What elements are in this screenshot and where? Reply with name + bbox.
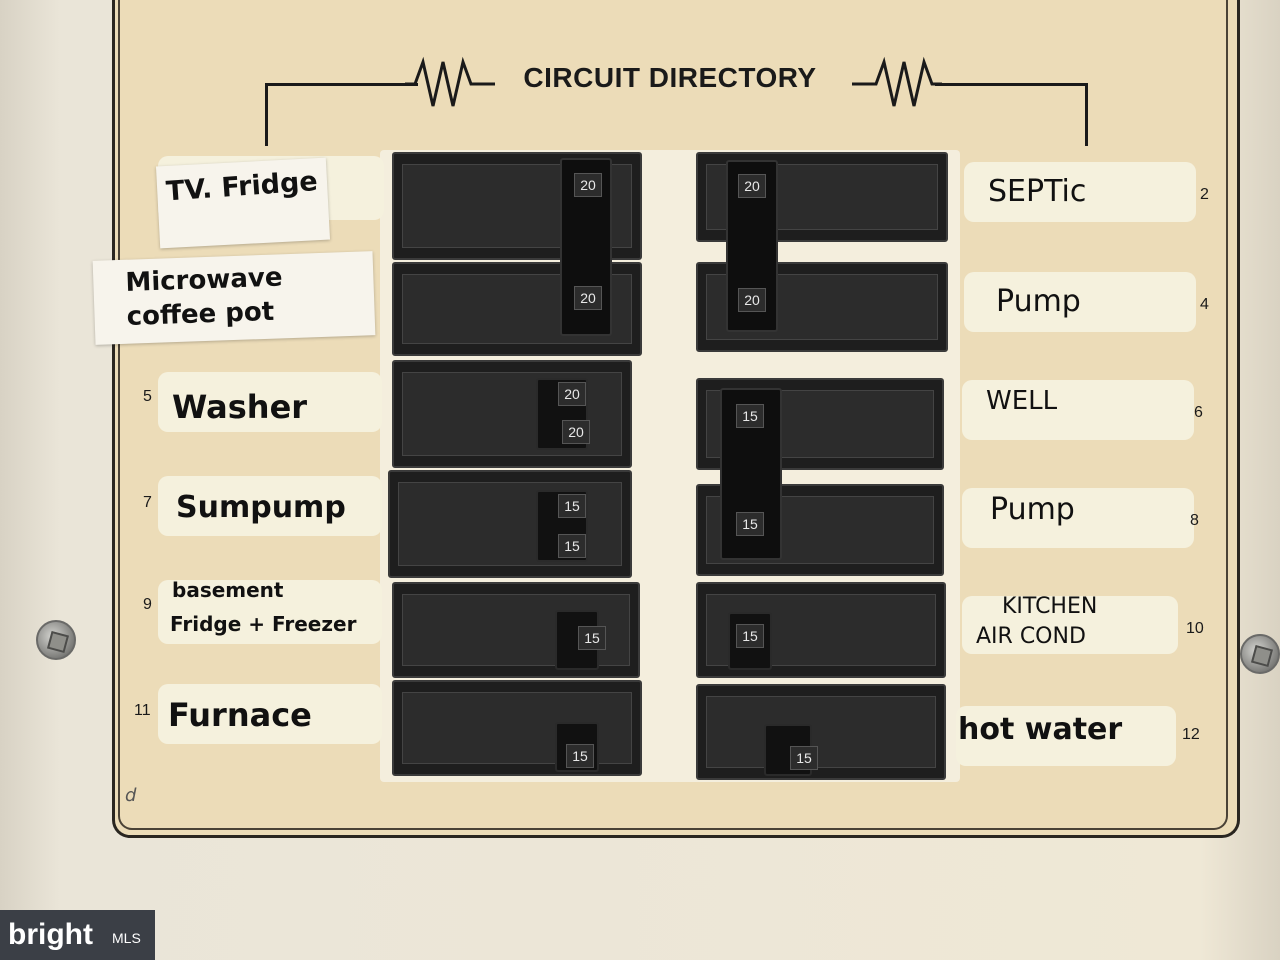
logo-brand: bright	[8, 918, 93, 951]
label-strip-4	[964, 272, 1196, 332]
circuit-number: 9	[143, 596, 152, 613]
label-strip-7	[158, 476, 382, 536]
label-air-cond: AIR COND	[976, 624, 1086, 649]
amp-rating: 15	[736, 512, 764, 536]
label-washer: Washer	[172, 388, 308, 426]
label-kitchen: KITCHEN	[1002, 594, 1098, 619]
circuit-number: 11	[134, 702, 151, 719]
amp-rating: 15	[578, 626, 606, 650]
circuit-number: 4	[1200, 296, 1209, 313]
amp-rating: 15	[736, 404, 764, 428]
corner-mark: d	[125, 785, 137, 806]
circuit-directory-title: CIRCUIT DIRECTORY	[523, 62, 817, 93]
circuit-number: 6	[1194, 404, 1203, 421]
amp-rating: 20	[562, 420, 590, 444]
bright-mls-logo: bright MLS	[0, 910, 155, 960]
amp-rating: 20	[738, 288, 766, 312]
label-hot-water: hot water	[958, 712, 1123, 747]
breaker-7[interactable]	[388, 470, 632, 578]
panel-inner-border	[118, 0, 1228, 830]
circuit-number: 8	[1190, 512, 1199, 529]
label-strip-9	[158, 580, 382, 644]
amp-rating: 15	[790, 746, 818, 770]
amp-rating: 20	[574, 286, 602, 310]
label-basement: basement	[172, 578, 284, 602]
cover-screw-right	[1240, 634, 1280, 674]
breaker-handle[interactable]	[728, 612, 772, 670]
label-strip-2	[964, 162, 1196, 222]
zigzag-left-icon	[405, 56, 495, 107]
amp-rating: 20	[738, 174, 766, 198]
amp-rating: 15	[558, 534, 586, 558]
label-strip-11	[158, 684, 382, 744]
breaker-5[interactable]	[392, 360, 632, 468]
amp-rating: 15	[566, 744, 594, 768]
label-sumpump: Sumpump	[176, 490, 346, 525]
label-strip-5	[158, 372, 382, 432]
label-well: WELL	[986, 386, 1058, 416]
circuit-number: 10	[1186, 620, 1204, 637]
circuit-number: 7	[143, 494, 152, 511]
amp-rating: 15	[558, 494, 586, 518]
cover-screw-left	[36, 620, 76, 660]
label-fridge-freezer: Fridge + Freezer	[170, 612, 357, 636]
directory-bracket-left	[265, 83, 418, 146]
circuit-number: 2	[1200, 186, 1209, 203]
zigzag-right-icon	[852, 56, 942, 107]
directory-bracket-right	[935, 83, 1088, 146]
logo-suffix: MLS	[112, 930, 141, 946]
breaker-11[interactable]	[392, 680, 642, 776]
label-septic: SEPTic	[988, 174, 1087, 209]
circuit-number: 12	[1182, 726, 1200, 743]
label-strip-6	[962, 380, 1194, 440]
circuit-number: 5	[143, 388, 152, 405]
amp-rating: 15	[736, 624, 764, 648]
label-strip-8	[962, 488, 1194, 548]
amp-rating: 20	[574, 173, 602, 197]
amp-rating: 20	[558, 382, 586, 406]
label-strip-10	[962, 596, 1178, 654]
breaker-12[interactable]	[696, 684, 946, 780]
label-furnace: Furnace	[168, 696, 312, 734]
label-microwave-coffee: Microwave coffee pot	[124, 262, 283, 332]
label-strip-12	[956, 706, 1176, 766]
label-pump-8: Pump	[990, 492, 1075, 527]
label-pump-4: Pump	[996, 284, 1081, 319]
